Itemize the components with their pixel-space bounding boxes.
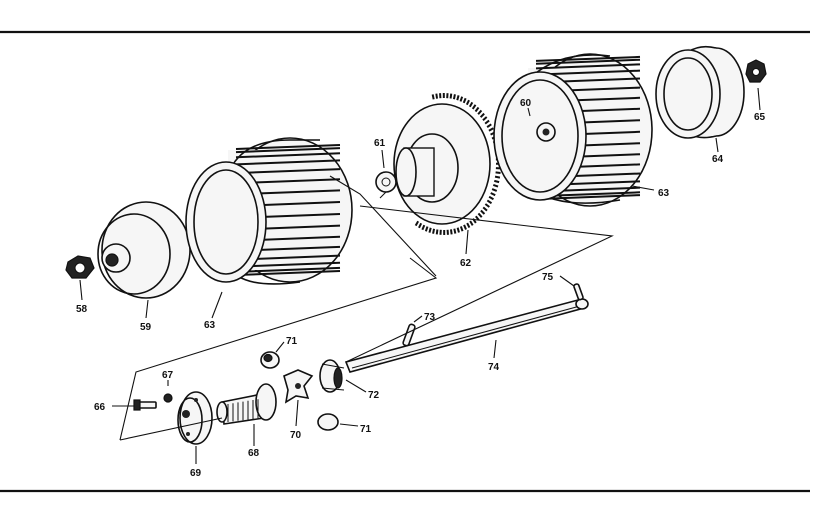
- wheel-hub-59: [97, 201, 191, 299]
- callout-71-bottom: 71: [360, 424, 372, 435]
- callout-74: 74: [488, 362, 500, 373]
- callout-67: 67: [162, 370, 174, 381]
- callout-59: 59: [140, 322, 152, 333]
- callout-61: 61: [374, 138, 386, 149]
- gear-hub-62: [393, 92, 502, 236]
- spider-70: [283, 369, 314, 404]
- tire-63-left: [185, 137, 353, 285]
- bearing-71-top: [260, 351, 280, 369]
- bolt-66: [133, 399, 157, 411]
- flange-69: [177, 391, 213, 445]
- callout-labels: 58 59 63 61 62 60 63 64 65 75 73 74 71 6…: [76, 98, 766, 479]
- callout-68: 68: [248, 448, 260, 459]
- shaft-splines: [227, 399, 259, 422]
- leader-lines: [79, 87, 761, 464]
- axle-shaft-74: [344, 298, 589, 373]
- assembly-bracket: [119, 175, 614, 441]
- bearing-71-bottom: [317, 413, 339, 431]
- pin-73: [402, 323, 416, 347]
- callout-69: 69: [190, 468, 202, 479]
- tire-63-right: [493, 53, 653, 207]
- pinion-gear-72: [319, 359, 345, 393]
- callout-75: 75: [542, 272, 554, 283]
- callout-63-right: 63: [658, 188, 670, 199]
- washer-61: [375, 171, 397, 193]
- wheel-rim-64: [655, 45, 745, 139]
- callout-70: 70: [290, 430, 302, 441]
- callout-63-left: 63: [204, 320, 216, 331]
- callout-72: 72: [368, 390, 380, 401]
- callout-62: 62: [460, 258, 472, 269]
- callout-58: 58: [76, 304, 88, 315]
- callout-73: 73: [424, 312, 436, 323]
- callout-71-top: 71: [286, 336, 298, 347]
- drive-shaft-68: [216, 383, 277, 425]
- washer-67: [163, 393, 173, 403]
- hex-nut-58: [65, 255, 95, 279]
- callout-66: 66: [94, 402, 106, 413]
- callout-64: 64: [712, 154, 724, 165]
- hex-nut-65: [745, 59, 767, 83]
- callout-60: 60: [520, 98, 532, 109]
- callout-65: 65: [754, 112, 766, 123]
- pin-75: [573, 283, 584, 301]
